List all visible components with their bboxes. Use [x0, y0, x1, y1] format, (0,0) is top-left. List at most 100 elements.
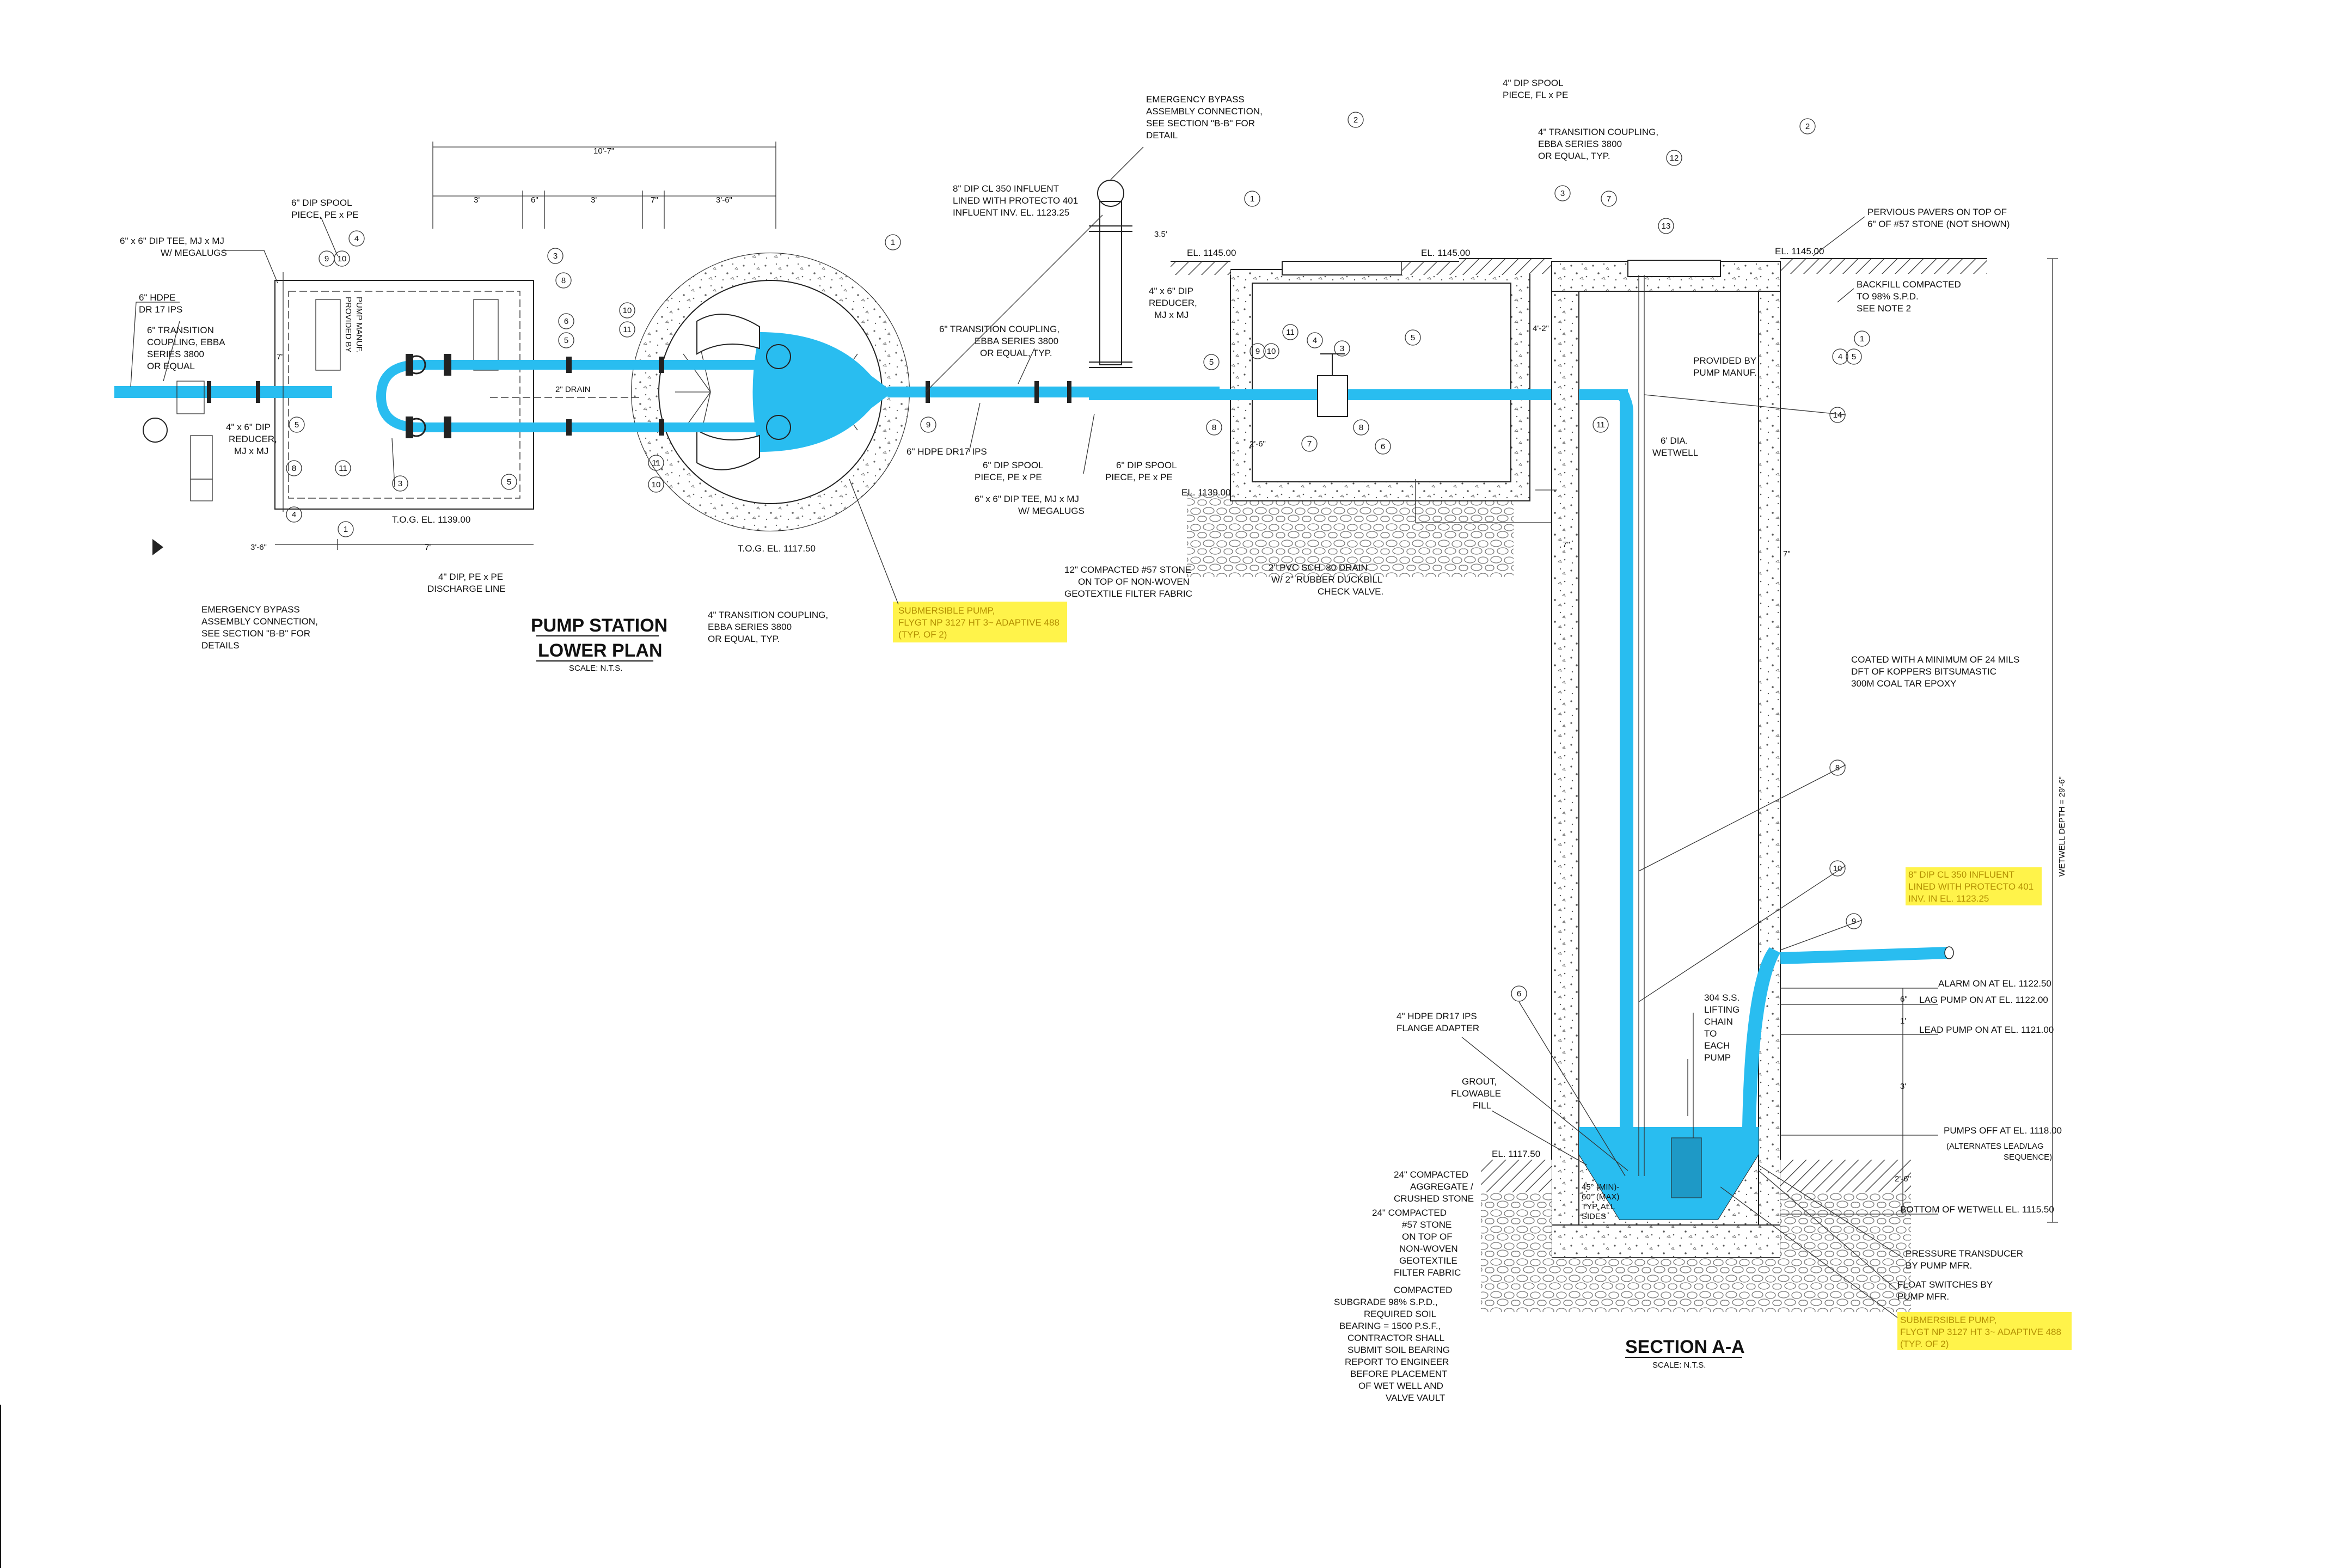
plan-title: PUMP STATION: [531, 615, 667, 636]
section-a-a: 2 2 3 7 12 13 1 4 5 14 11 8 10 9 6 4" DI…: [1334, 78, 2072, 1403]
sec-backfill: BACKFILL COMPACTED TO 98% S.P.D. SEE NOT…: [1857, 279, 1964, 314]
plan-view: 1 4 9 10 3 8 6 5 10 11 5 8 11 3 4 1 5 11…: [114, 142, 1220, 673]
plan-label-tee: 6" x 6" DIP TEE, MJ x MJ W/ MEGALUGS: [120, 236, 227, 258]
sec-off: PUMPS OFF AT EL. 1118.00: [1944, 1125, 2062, 1136]
svg-text:6: 6: [1381, 442, 1385, 451]
svg-text:4: 4: [354, 234, 359, 243]
svg-text:8: 8: [1212, 423, 1216, 432]
svg-text:10: 10: [1833, 864, 1842, 873]
svg-text:4: 4: [1313, 336, 1317, 345]
sec-lag: LAG PUMP ON AT EL. 1122.00: [1919, 995, 2048, 1005]
svg-text:10: 10: [652, 480, 661, 489]
svg-text:8: 8: [292, 464, 296, 473]
svg-text:3: 3: [398, 479, 402, 488]
svg-text:3: 3: [553, 252, 558, 261]
svg-text:9: 9: [1852, 917, 1856, 926]
mid-dim26: 2'-6": [1250, 439, 1266, 449]
sec-dia: 6' DIA. WETWELL: [1652, 436, 1698, 458]
sec-d3: 3': [1900, 1082, 1906, 1091]
mid-el1145b: EL. 1145.00: [1421, 248, 1470, 258]
sec-flange: 4" HDPE DR17 IPS FLANGE ADAPTER: [1396, 1011, 1480, 1033]
svg-text:10: 10: [1267, 347, 1276, 356]
sec-coated: COATED WITH A MINIMUM OF 24 MILS DFT OF …: [1851, 654, 2022, 689]
valve-vault-section: 1 5 9 10 11 4 3 5 8 7 8 6 EMERGENCY BYPA…: [906, 94, 1628, 599]
plan-pump-note-highlight: [893, 602, 1067, 642]
svg-text:5: 5: [564, 336, 568, 345]
plan-subtitle: LOWER PLAN: [538, 640, 663, 661]
sec-el1117: EL. 1117.50: [1492, 1149, 1540, 1159]
dim-d6: 3'-6": [250, 543, 267, 552]
sec-pump-highlight: [1897, 1312, 2072, 1350]
svg-text:8: 8: [561, 276, 566, 285]
dim-d5: 3'-6": [716, 195, 732, 205]
dim-overall: 10'-7": [593, 146, 614, 156]
svg-text:5: 5: [1411, 333, 1415, 342]
dim-d4: 7": [651, 195, 658, 205]
mid-stone: 12" COMPACTED #57 STONE ON TOP OF NON-WO…: [1064, 565, 1194, 599]
mid-el1145a: EL. 1145.00: [1187, 248, 1236, 258]
sec-grout: GROUT, FLOWABLE FILL: [1451, 1076, 1504, 1111]
sec-subgrade: COMPACTED SUBGRADE 98% S.P.D., REQUIRED …: [1334, 1285, 1455, 1403]
sec-d26: 2'-6": [1895, 1174, 1911, 1184]
dim-drain: 2" DRAIN: [555, 385, 591, 394]
svg-text:1: 1: [891, 238, 895, 247]
svg-text:4: 4: [292, 510, 296, 519]
sec-lead: LEAD PUMP ON AT EL. 1121.00: [1919, 1025, 2054, 1035]
plan-label-discharge: 4" DIP, PE x PE DISCHARGE LINE: [427, 572, 506, 594]
plan-pump-note: SUBMERSIBLE PUMP, FLYGT NP 3127 HT 3~ AD…: [898, 605, 1062, 640]
svg-text:1: 1: [344, 525, 348, 534]
svg-text:3: 3: [1340, 344, 1344, 353]
plan-label-hdpe: 6" HDPE DR 17 IPS: [139, 292, 182, 315]
svg-text:10: 10: [338, 254, 347, 264]
svg-text:6: 6: [564, 317, 568, 326]
svg-text:11: 11: [1286, 328, 1295, 337]
sec-d6: 6": [1900, 995, 1908, 1004]
plan-label-reducer: 4" x 6" DIP REDUCER, MJ x MJ: [226, 422, 280, 456]
svg-text:6: 6: [1517, 989, 1521, 999]
mid-bypass: EMERGENCY BYPASS ASSEMBLY CONNECTION, SE…: [1146, 94, 1265, 140]
svg-text:10: 10: [623, 306, 632, 315]
plan-scale: SCALE: N.T.S.: [569, 664, 622, 673]
svg-text:5: 5: [507, 477, 511, 487]
dim-d7: 7': [425, 543, 431, 552]
dim-d1: 3': [474, 195, 480, 205]
mid-reducer: 4" x 6" DIP REDUCER, MJ x MJ: [1149, 286, 1200, 320]
mid-dim35: 3.5': [1154, 230, 1167, 239]
svg-text:5: 5: [1209, 358, 1214, 367]
sec-dim7a: 7": [1563, 540, 1570, 549]
plan-label-spool: 6" DIP SPOOL PIECE, PE x PE: [291, 198, 359, 220]
svg-text:11: 11: [339, 464, 347, 473]
svg-text:1: 1: [1860, 334, 1864, 344]
sec-dim7b: 7": [1783, 549, 1791, 559]
svg-text:13: 13: [1662, 222, 1671, 231]
dim-d2: 6": [531, 195, 538, 205]
sec-scale: SCALE: N.T.S.: [1652, 1361, 1706, 1370]
sec-agg: 24" COMPACTED AGGREGATE / CRUSHED STONE: [1394, 1169, 1476, 1204]
svg-text:9: 9: [1255, 347, 1260, 356]
svg-text:1: 1: [1250, 194, 1254, 204]
svg-text:9: 9: [324, 254, 329, 264]
sec-influent: 8" DIP CL 350 INFLUENT LINED WITH PROTEC…: [1908, 869, 2036, 904]
svg-text:11: 11: [652, 458, 660, 468]
plan-pump-body: [752, 332, 893, 452]
sec-depth: WETWELL DEPTH = 29'-6": [2057, 776, 2067, 877]
plan-label-trans: 6" TRANSITION COUPLING, EBBA SERIES 3800…: [147, 325, 227, 371]
mid-spool-b: 6" DIP SPOOL PIECE, PE x PE: [1105, 460, 1179, 482]
sec-title: SECTION A-A: [1625, 1337, 1745, 1357]
sec-stone24: 24" COMPACTED #57 STONE ON TOP OF NON-WO…: [1372, 1208, 1461, 1278]
svg-text:4: 4: [1838, 352, 1842, 362]
svg-text:5: 5: [295, 420, 299, 430]
svg-text:8: 8: [1835, 763, 1840, 773]
plan-label-trans4: 4" TRANSITION COUPLING, EBBA SERIES 3800…: [708, 610, 831, 644]
plan-label-tog1117: T.O.G. EL. 1117.50: [738, 543, 816, 554]
svg-text:11: 11: [1596, 420, 1605, 430]
svg-text:8: 8: [1359, 423, 1363, 432]
sec-dim42: 4'-2": [1533, 324, 1549, 333]
sec-trans: 4" TRANSITION COUPLING, EBBA SERIES 3800…: [1538, 127, 1661, 161]
svg-text:3: 3: [1560, 189, 1565, 198]
sec-provided: PROVIDED BY PUMP MANUF.: [1693, 356, 1759, 378]
plan-label-provided: PROVIDED BY PUMP MANUF.: [344, 297, 364, 354]
mid-trans: 6" TRANSITION COUPLING, EBBA SERIES 3800…: [939, 324, 1062, 358]
sec-spool: 4" DIP SPOOL PIECE, FL x PE: [1503, 78, 1568, 100]
dim-d8: 7': [277, 352, 283, 362]
